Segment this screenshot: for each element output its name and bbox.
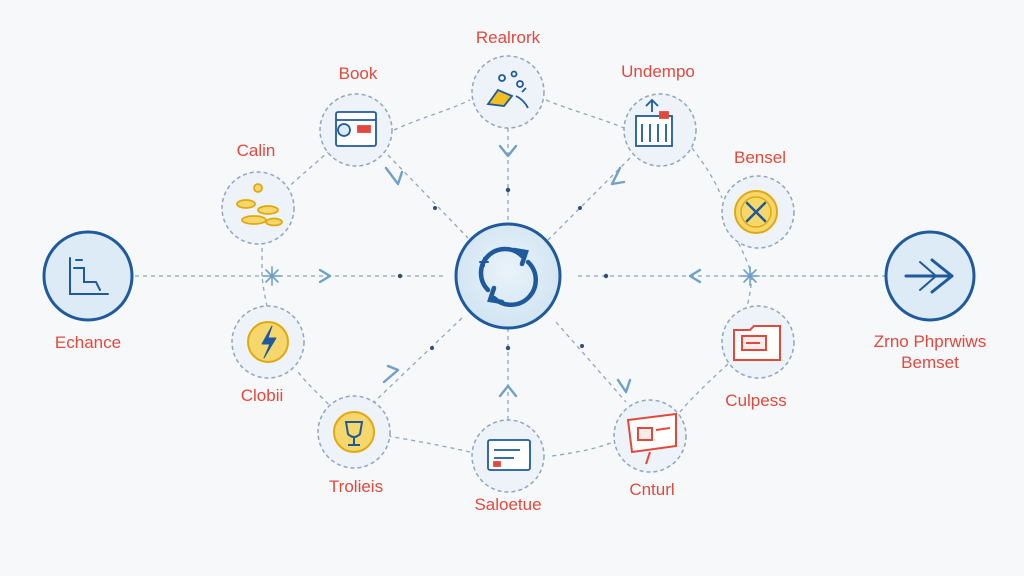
junction-stars xyxy=(262,266,760,286)
node-echance[interactable] xyxy=(42,230,134,322)
label-realrork: Realrork xyxy=(475,28,541,47)
node-cnturl[interactable] xyxy=(613,399,687,473)
label-cnturl: Cnturl xyxy=(629,480,675,499)
label-saloetue: Saloetue xyxy=(474,495,542,514)
arrow-head-right xyxy=(688,268,702,284)
network-hand-icon xyxy=(486,70,529,109)
node-undempo[interactable] xyxy=(623,93,697,167)
arrow-right-icon xyxy=(904,258,954,294)
node-trolieis[interactable] xyxy=(317,395,391,469)
node-saloetue[interactable] xyxy=(471,419,545,493)
label-culpess: Culpess xyxy=(725,391,787,410)
card-icon xyxy=(335,111,377,147)
arrow-head-top xyxy=(498,144,518,158)
document-icon xyxy=(487,439,531,471)
label-echance: Echance xyxy=(54,333,122,352)
node-calin[interactable] xyxy=(221,171,295,245)
close-coin-icon xyxy=(734,190,778,234)
building-upload-icon xyxy=(635,98,673,147)
arrow-head-tl xyxy=(384,166,404,186)
label-zrno-line2: Bemset xyxy=(901,353,959,372)
chart-icon xyxy=(69,257,109,295)
label-book: Book xyxy=(338,64,378,83)
label-undempo: Undempo xyxy=(621,62,695,81)
node-bensel[interactable] xyxy=(721,175,795,249)
node-zrno[interactable] xyxy=(884,230,976,322)
connectors xyxy=(135,99,885,457)
sync-arrows-icon xyxy=(478,246,539,307)
ring-arc xyxy=(261,99,753,457)
label-zrno: Zrno Phprwiws Bemset xyxy=(874,331,986,373)
connector-trolieis xyxy=(371,317,463,405)
node-book[interactable] xyxy=(319,93,393,167)
arrow-head-tr xyxy=(610,166,626,186)
arrow-heads xyxy=(318,144,702,398)
label-trolieis: Trolieis xyxy=(328,477,384,496)
label-zrno-line1: Zrno Phprwiws xyxy=(873,332,987,351)
arrow-head-br xyxy=(616,378,632,394)
label-bensel: Bensel xyxy=(734,148,786,167)
connector-book xyxy=(387,154,469,239)
arrow-head-bottom xyxy=(498,384,518,398)
connector-dots xyxy=(397,187,609,351)
node-culpess[interactable] xyxy=(721,305,795,379)
label-clobii: Clobii xyxy=(240,386,284,405)
arrow-head-bl xyxy=(382,364,400,384)
star-icon xyxy=(262,266,282,286)
trophy-icon xyxy=(333,411,375,453)
board-icon xyxy=(626,412,677,465)
arrow-head-left xyxy=(318,268,332,284)
connector-undempo xyxy=(547,157,631,241)
hub-node[interactable] xyxy=(454,222,562,330)
node-realrork[interactable] xyxy=(471,55,545,129)
lightning-icon xyxy=(247,321,289,363)
label-calin: Calin xyxy=(236,141,276,160)
folder-icon xyxy=(733,325,781,361)
coins-icon xyxy=(236,183,283,227)
connector-cnturl xyxy=(555,321,627,403)
node-clobii[interactable] xyxy=(231,305,305,379)
star-icon xyxy=(740,266,760,286)
